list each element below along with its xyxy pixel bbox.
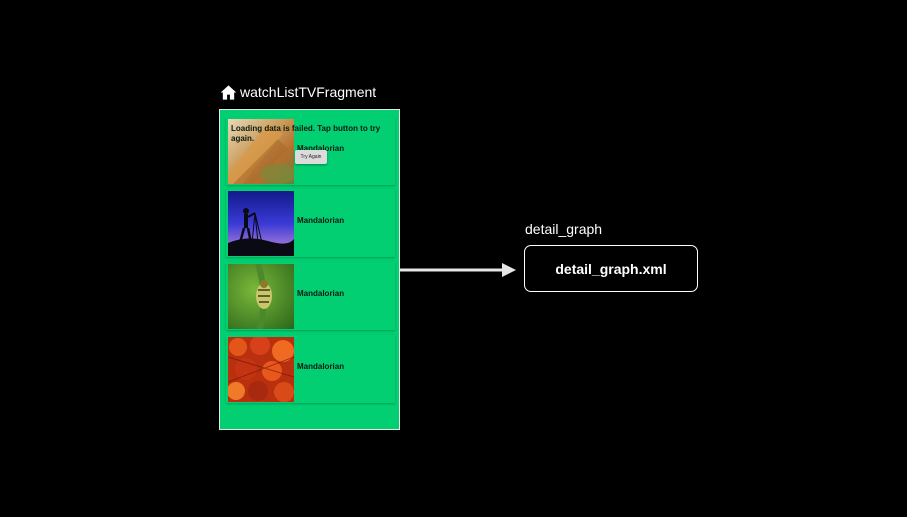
try-again-button[interactable]: Try Again: [295, 150, 327, 164]
destination-title[interactable]: watchListTVFragment: [240, 84, 377, 100]
item-title: Mandalorian: [297, 289, 345, 298]
list-item[interactable]: Mandalorian: [226, 117, 395, 185]
action-arrow[interactable]: [400, 261, 518, 279]
thumbnail-red-leaves: [228, 337, 294, 402]
list-item[interactable]: Mandalorian: [226, 262, 395, 330]
error-message: Loading data is failed. Tap button to tr…: [231, 124, 381, 143]
item-title: Mandalorian: [297, 144, 345, 153]
thumbnail-photographer: [228, 191, 294, 256]
list-item[interactable]: Mandalorian: [226, 189, 395, 257]
nested-graph-file: detail_graph.xml: [555, 260, 667, 277]
home-icon: [220, 84, 237, 101]
nested-graph-label: detail_graph: [525, 221, 603, 237]
fragment-preview[interactable]: Mandalorian: [219, 109, 400, 430]
item-title: Mandalorian: [297, 216, 345, 225]
thumbnail-autumn-leaf: [228, 119, 294, 184]
list-item[interactable]: Mandalorian: [226, 335, 395, 403]
item-title: Mandalorian: [297, 362, 345, 371]
nested-graph-node[interactable]: detail_graph.xml: [524, 245, 698, 292]
destination-header: watchListTVFragment: [220, 82, 376, 102]
thumbnail-insect: [228, 264, 294, 329]
